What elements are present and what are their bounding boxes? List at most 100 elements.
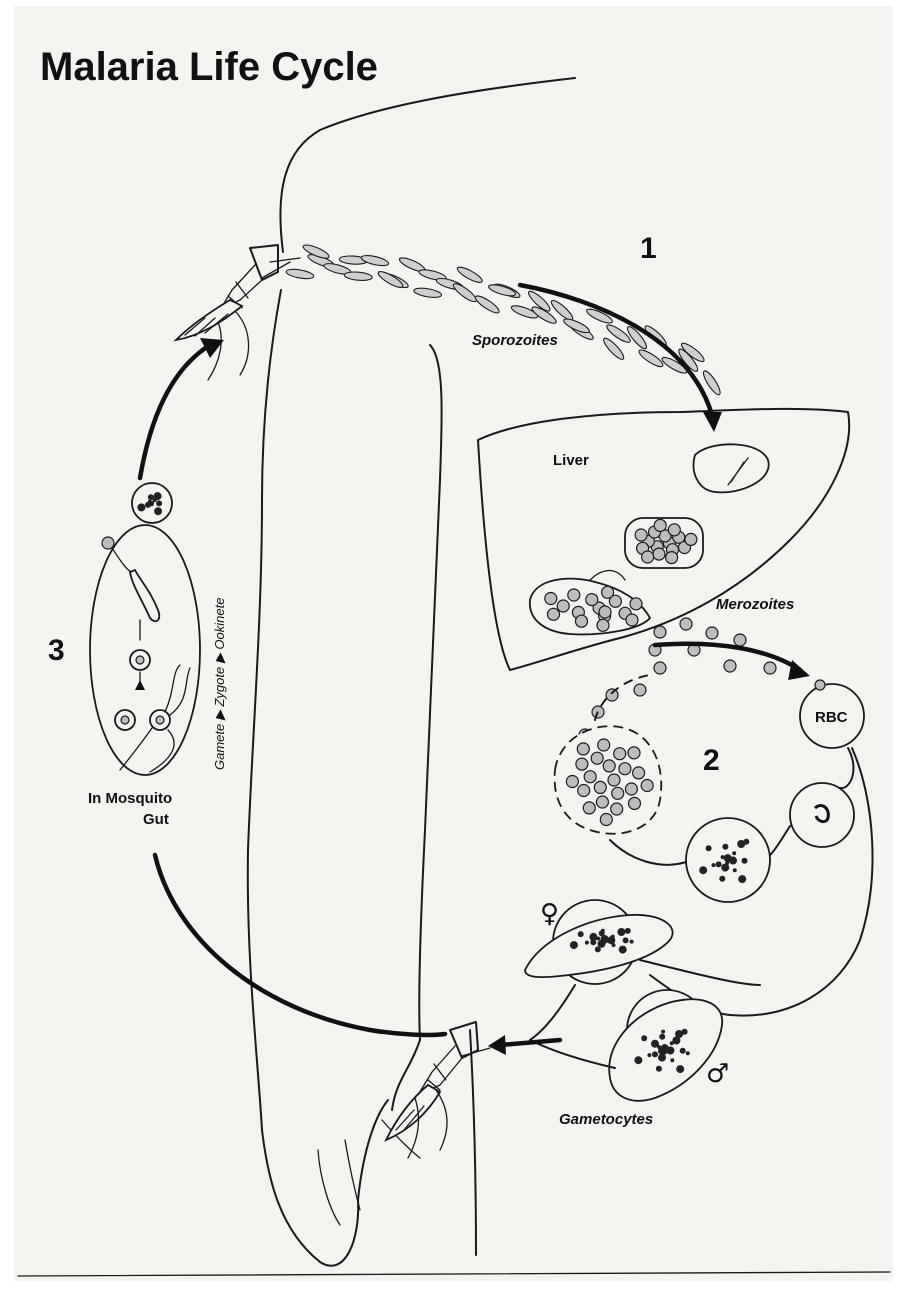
merozoite xyxy=(628,747,640,759)
merozoite xyxy=(654,662,666,674)
merozoite xyxy=(614,748,626,760)
pigment-granule xyxy=(607,936,615,944)
merozoite xyxy=(591,752,603,764)
merozoite xyxy=(654,519,666,531)
merozoite xyxy=(545,593,557,605)
merozoite xyxy=(596,796,608,808)
pigment-granule xyxy=(578,931,584,937)
gut-sequence-label: Gamete ▶ Zygote ▶ Ookinete xyxy=(212,598,227,770)
merozoites-label: Merozoites xyxy=(716,596,794,613)
merozoite xyxy=(630,598,642,610)
merozoite xyxy=(602,586,614,598)
pigment-granule xyxy=(601,929,605,933)
merozoite xyxy=(633,767,645,779)
male-symbol: ♂ xyxy=(706,1059,729,1089)
female-symbol: ♀ xyxy=(540,899,559,929)
gametocytes-label: Gametocytes xyxy=(559,1111,653,1128)
merozoite xyxy=(576,758,588,770)
pigment-granule xyxy=(619,946,627,954)
pigment-granule xyxy=(625,928,631,934)
pigment-granule xyxy=(641,1035,647,1041)
merozoite xyxy=(619,763,631,775)
merozoite xyxy=(734,634,746,646)
merozoite xyxy=(654,626,666,638)
merozoite xyxy=(608,774,620,786)
merozoite xyxy=(612,787,624,799)
pigment-granule xyxy=(682,1029,688,1035)
merozoite xyxy=(666,552,678,564)
pigment-granule xyxy=(658,1054,666,1062)
pigment-granule xyxy=(706,845,712,851)
pigment-granule xyxy=(743,839,749,845)
pigment-granule xyxy=(716,861,722,867)
pigment-granule xyxy=(652,1051,658,1057)
pigment-granule xyxy=(634,1056,642,1064)
pigment-granule xyxy=(623,937,629,943)
merozoite xyxy=(764,662,776,674)
merozoite xyxy=(599,606,611,618)
ring-stage-cell xyxy=(790,783,854,847)
pigment-granule xyxy=(570,941,578,949)
sporozoite-cluster xyxy=(156,500,162,506)
merozoite xyxy=(603,760,615,772)
merozoite xyxy=(584,771,596,783)
pigment-granule xyxy=(732,851,736,855)
merozoite xyxy=(685,533,697,545)
merozoite xyxy=(557,600,569,612)
merozoite xyxy=(653,548,665,560)
merozoite xyxy=(635,529,647,541)
merozoite xyxy=(706,627,718,639)
sporozoites-label: Sporozoites xyxy=(472,332,558,349)
merozoite xyxy=(680,618,692,630)
pigment-granule xyxy=(656,1066,662,1072)
mosquito-gut-label-line1: In Mosquito xyxy=(88,790,172,807)
pigment-granule xyxy=(722,844,728,850)
pigment-granule xyxy=(733,868,737,872)
merozoite xyxy=(668,524,680,536)
pigment-granule xyxy=(729,857,737,865)
sporozoite-cluster xyxy=(154,507,162,515)
liver-label: Liver xyxy=(553,452,589,469)
pigment-granule xyxy=(658,1048,664,1054)
merozoite xyxy=(586,594,598,606)
pigment-granule xyxy=(603,937,609,943)
pigment-granule xyxy=(676,1065,684,1073)
merozoite xyxy=(566,776,578,788)
pigment-granule xyxy=(742,858,748,864)
step-3-number: 3 xyxy=(48,634,65,667)
merozoite xyxy=(577,743,589,755)
pigment-granule xyxy=(719,876,725,882)
merozoite xyxy=(641,780,653,792)
merozoite xyxy=(568,589,580,601)
pigment-granule xyxy=(630,940,634,944)
sporozoite-cluster xyxy=(137,503,145,511)
merozoite xyxy=(583,802,595,814)
pigment-granule xyxy=(617,928,625,936)
pigment-granule xyxy=(585,941,589,945)
merozoite xyxy=(642,551,654,563)
pigment-granule xyxy=(589,933,597,941)
merozoite xyxy=(598,739,610,751)
merozoite xyxy=(629,797,641,809)
pigment-granule xyxy=(712,863,716,867)
merozoite xyxy=(625,783,637,795)
pigment-granule xyxy=(680,1048,686,1054)
pigment-granule xyxy=(699,866,707,874)
merozoite xyxy=(548,608,560,620)
pigment-granule xyxy=(738,875,746,883)
merozoite xyxy=(576,615,588,627)
merozoite xyxy=(626,614,638,626)
rbc-label: RBC xyxy=(815,709,848,726)
step-1-number: 1 xyxy=(640,232,657,265)
pigment-granule xyxy=(686,1051,690,1055)
diagram-title: Malaria Life Cycle xyxy=(40,45,378,89)
pigment-granule xyxy=(659,1034,665,1040)
pigment-granule xyxy=(647,1053,651,1057)
pigment-granule xyxy=(721,864,729,872)
pigment-granule xyxy=(672,1037,680,1045)
pigment-granule xyxy=(661,1030,665,1034)
merozoite xyxy=(594,781,606,793)
merozoite xyxy=(724,660,736,672)
merozoite xyxy=(634,684,646,696)
